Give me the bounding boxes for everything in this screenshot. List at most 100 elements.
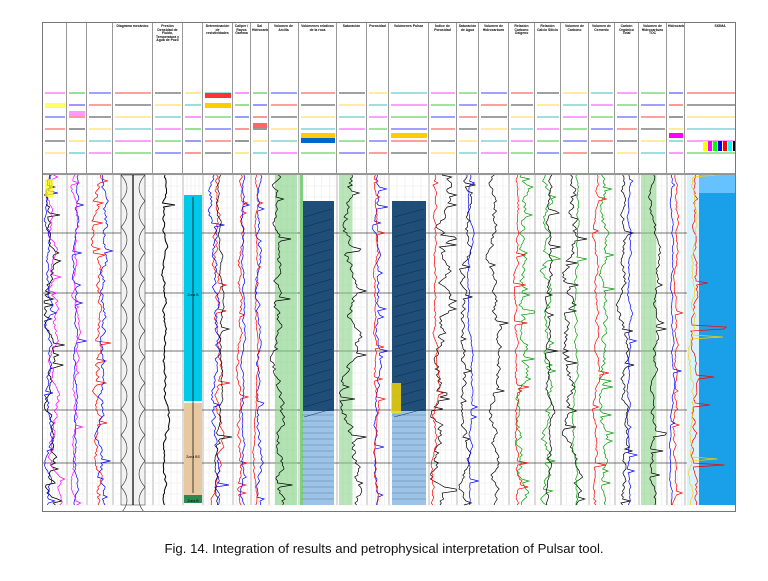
track-header: Saturación bbox=[337, 23, 367, 173]
fluid-fill bbox=[699, 175, 735, 193]
track-header: SIGMA bbox=[685, 23, 735, 173]
log-curve bbox=[544, 174, 561, 506]
track-header: Sal Hidrocarburo bbox=[251, 23, 269, 173]
legend-swatch bbox=[45, 103, 65, 108]
hatch-line bbox=[303, 398, 333, 408]
hatch-line bbox=[303, 308, 333, 318]
casing-outline bbox=[120, 200, 146, 228]
hatch-line bbox=[303, 268, 333, 278]
log-curve bbox=[270, 174, 293, 506]
track-header: Porosidad bbox=[367, 23, 389, 173]
legend-swatch bbox=[69, 111, 85, 116]
zone-band bbox=[184, 495, 202, 503]
track-title: Volumen de Arcilla bbox=[274, 24, 293, 32]
hatch-line bbox=[393, 358, 425, 368]
track-header: Volumen de Hidrocarburo TOC bbox=[639, 23, 667, 173]
casing-outline bbox=[120, 252, 146, 280]
lithology-block bbox=[392, 411, 426, 505]
hatch-line bbox=[393, 328, 425, 338]
hatch-line bbox=[393, 238, 425, 248]
log-curve bbox=[672, 174, 684, 506]
log-curve bbox=[161, 174, 176, 506]
hatch-line bbox=[303, 258, 333, 268]
track-title: Diagrama mecánico bbox=[116, 24, 149, 28]
fluid-fill bbox=[687, 175, 699, 505]
track-header: Presión Densidad de Fluido, Temperatura … bbox=[153, 23, 183, 173]
hatch-line bbox=[393, 258, 425, 268]
track-header bbox=[67, 23, 87, 173]
casing-outline bbox=[120, 486, 146, 511]
log-curve bbox=[467, 174, 479, 505]
hatch-line bbox=[303, 388, 333, 398]
log-curve bbox=[592, 174, 609, 506]
log-curve bbox=[252, 174, 264, 506]
log-curve bbox=[43, 174, 65, 506]
fluid-fill bbox=[699, 175, 735, 505]
hatch-line bbox=[393, 348, 425, 358]
hatch-line bbox=[303, 358, 333, 368]
log-curve bbox=[214, 174, 233, 506]
hatch-line bbox=[393, 308, 425, 318]
casing-outline bbox=[120, 330, 146, 358]
casing-outline bbox=[120, 174, 146, 202]
log-curve bbox=[71, 174, 87, 506]
log-curve bbox=[45, 174, 66, 506]
track-title: Volúmenes relativos de la roca bbox=[301, 24, 334, 32]
casing-outline bbox=[120, 434, 146, 462]
log-plot bbox=[43, 92, 735, 511]
hatch-line bbox=[393, 368, 425, 378]
track-title: Relación Carbono Oxígeno bbox=[514, 24, 529, 36]
track-header: Diagrama mecánico bbox=[113, 23, 153, 173]
fill-area bbox=[300, 175, 303, 505]
log-curve bbox=[338, 174, 367, 506]
legend-swatch bbox=[253, 123, 267, 128]
track-title: Carbón Orgánico Total bbox=[619, 24, 634, 36]
fill-area bbox=[339, 175, 353, 505]
fill-area bbox=[45, 179, 53, 197]
track-header: Caliper / Rayos Gamma bbox=[233, 23, 251, 173]
casing-outline bbox=[120, 226, 146, 254]
hatch-line bbox=[303, 238, 333, 248]
hatch-line bbox=[393, 408, 425, 418]
log-curve bbox=[90, 174, 111, 506]
log-curve bbox=[485, 174, 509, 506]
track-header: Hidrocarburos bbox=[667, 23, 685, 173]
track-title: Volumen de Hidrocarburo TOC bbox=[641, 24, 664, 36]
casing-outline bbox=[120, 278, 146, 306]
log-curve bbox=[668, 174, 682, 506]
track-title: Determinación de resistividades bbox=[205, 24, 230, 36]
hatch-line bbox=[393, 318, 425, 328]
track-title: Saturación bbox=[342, 24, 361, 28]
log-curve bbox=[513, 174, 530, 506]
track-header bbox=[183, 23, 203, 173]
log-curve bbox=[626, 174, 638, 506]
legend-swatch bbox=[703, 141, 707, 151]
legend-swatch bbox=[718, 141, 722, 151]
hatch-line bbox=[393, 278, 425, 288]
hatch-line bbox=[303, 378, 333, 388]
hatch-line bbox=[393, 288, 425, 298]
track-title: Caliper / Rayos Gamma bbox=[234, 24, 249, 36]
track-header: Relación Carbono Oxígeno bbox=[509, 23, 535, 173]
hatch-line bbox=[303, 368, 333, 378]
legend-swatch bbox=[713, 141, 717, 151]
log-curve bbox=[689, 174, 728, 506]
hatch-line bbox=[303, 248, 333, 258]
hatch-line bbox=[393, 268, 425, 278]
hatch-line bbox=[393, 208, 425, 218]
track-header: Volumen de Hidrocarburo bbox=[479, 23, 509, 173]
hatch-line bbox=[303, 338, 333, 348]
figure-caption: Fig. 14. Integration of results and petr… bbox=[164, 541, 604, 556]
legend-swatch bbox=[205, 103, 231, 108]
log-curve bbox=[688, 174, 723, 506]
hatch-line bbox=[393, 228, 425, 238]
fill-area bbox=[275, 175, 297, 505]
casing-outline bbox=[120, 382, 146, 410]
track-header: Índice de Porosidad bbox=[429, 23, 457, 173]
hatch-line bbox=[393, 298, 425, 308]
track-title: Presión Densidad de Fluido, Temperatura … bbox=[155, 24, 180, 43]
log-curve bbox=[255, 174, 266, 505]
track-title: Índice de Porosidad bbox=[434, 24, 451, 32]
track-title: Sal Hidrocarburo bbox=[252, 24, 269, 32]
hatch-line bbox=[303, 328, 333, 338]
